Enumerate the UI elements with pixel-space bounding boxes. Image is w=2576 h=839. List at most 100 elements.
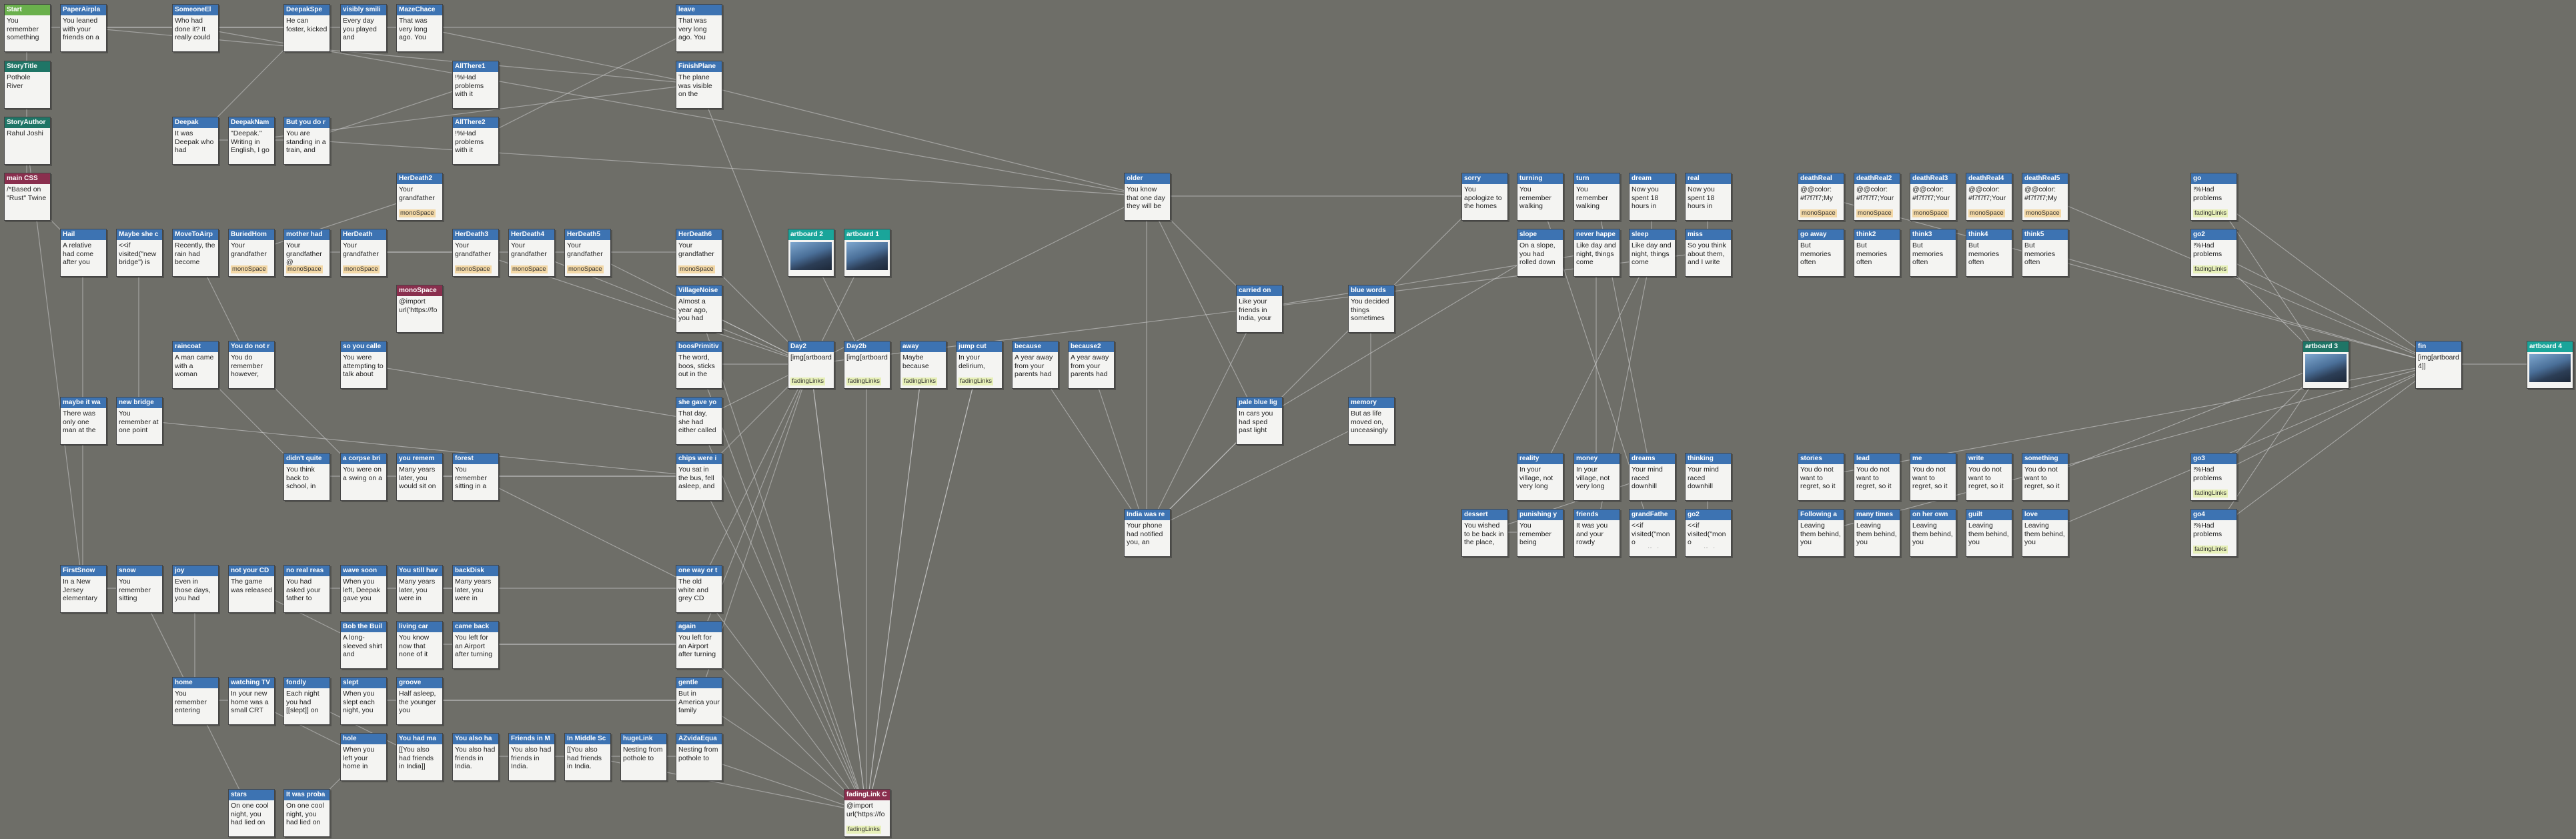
passage-card[interactable]: AllThere1!%Had problems with it (452, 61, 499, 109)
passage-card[interactable]: monoSpace@import url('https://fo (396, 285, 443, 333)
passage-card[interactable]: fin[img[artboard4]] (2415, 341, 2462, 389)
passage-card[interactable]: AllThere2!%Had problems with it (452, 117, 499, 165)
passage-card[interactable]: You had ma[[You also had friends in Indi… (396, 733, 443, 781)
passage-card[interactable]: artboard 1 (844, 229, 890, 277)
passage-card[interactable]: go2<<if visited("mono grandfather>> (1685, 509, 1732, 557)
passage-card[interactable]: artboard 4 (2527, 341, 2573, 389)
passage-card[interactable]: In Middle Sc[[You also had friends in In… (564, 733, 611, 781)
passage-card[interactable]: artboard 2 (788, 229, 834, 277)
passage-card[interactable]: Maybe she c<<if visited("new bridge") is (116, 229, 163, 277)
